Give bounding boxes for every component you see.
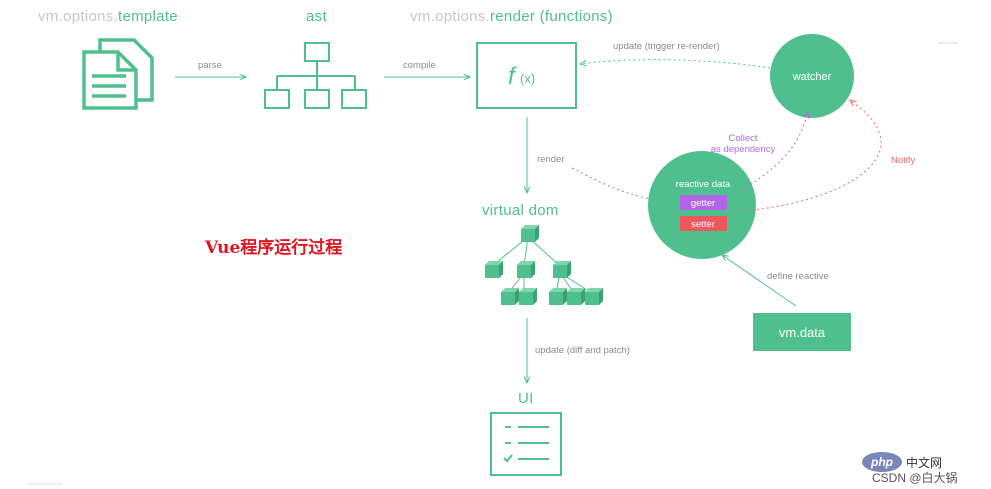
template-title-prefix: vm.options. [38, 8, 118, 25]
template-title-main: template [118, 8, 178, 25]
site-watermark: php 中文网 [862, 452, 942, 472]
collect-label-line2: as dependency [711, 144, 776, 155]
watermark-author: CSDN @白大锅 [872, 471, 958, 485]
template-title: vm.options.template [38, 8, 178, 25]
watcher-node [770, 34, 854, 118]
watermark-site-text: 中文网 [906, 455, 943, 470]
render-functions-title: vm.options.render (functions) [410, 8, 613, 25]
parse-label: parse [198, 60, 222, 71]
vm-data-label: vm.data [779, 325, 826, 340]
reactive-data-label: reactive data [676, 179, 731, 190]
update-diff-label: update (diff and patch) [535, 345, 630, 356]
notify-label: Notify [891, 155, 916, 166]
vm-data-box [753, 313, 851, 351]
ast-title: ast [306, 8, 327, 25]
getter-label: getter [691, 198, 715, 209]
render-title-main: render (functions) [490, 8, 613, 25]
define-reactive-arrow [722, 255, 797, 307]
render-function-box: f (x) [476, 42, 577, 109]
diagram-caption: Vue程序运行过程 [205, 238, 343, 258]
getter-badge [680, 195, 727, 210]
fx-symbol: f [508, 63, 517, 90]
update-trigger-label: update (trigger re-render) [613, 41, 720, 52]
collect-dependency-arrow [741, 112, 808, 191]
render-label: render [537, 154, 564, 165]
update-trigger-arrow [580, 59, 771, 69]
php-logo: php [862, 452, 902, 472]
define-reactive-label: define reactive [767, 271, 829, 282]
ui-list-icon [490, 412, 562, 476]
ui-title: UI [518, 390, 534, 407]
template-document-icon [82, 38, 154, 110]
compile-label: compile [403, 60, 436, 71]
notify-arrow [731, 100, 882, 213]
render-title-prefix: vm.options. [410, 8, 490, 25]
ast-tree-icon [264, 42, 367, 109]
virtual-dom-nodes [485, 225, 603, 305]
setter-badge [680, 216, 727, 231]
setter-label: setter [691, 219, 715, 230]
collect-label-line1: Collect [728, 133, 757, 144]
virtual-dom-tree-icon [491, 236, 593, 294]
fx-argument: (x) [520, 71, 535, 86]
virtual-dom-title: virtual dom [482, 202, 559, 219]
watcher-label: watcher [792, 71, 832, 83]
